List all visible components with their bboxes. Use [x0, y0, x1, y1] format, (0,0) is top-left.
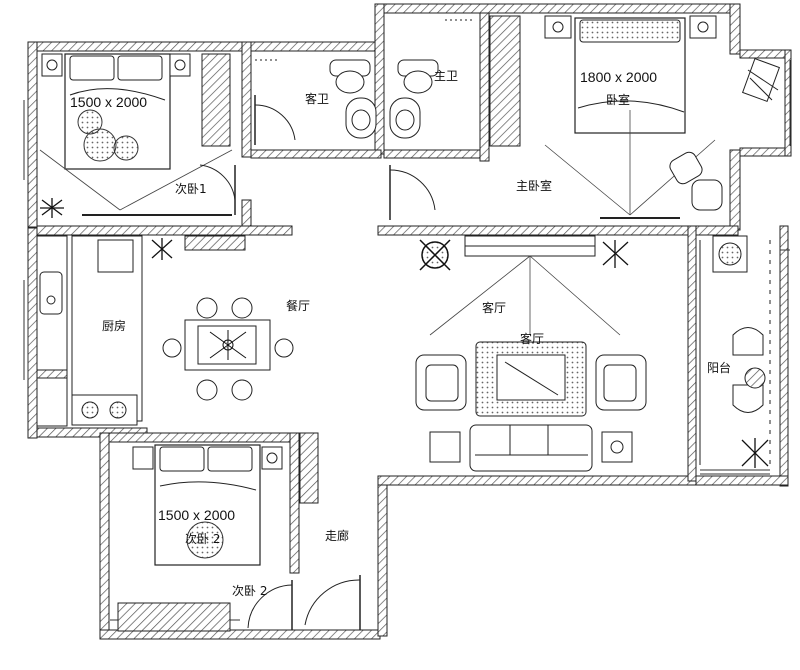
secondary-bedroom-1: 1500 x 2000 次卧1 [39, 53, 236, 218]
master-bed-size: 1800 x 2000 [580, 69, 657, 85]
master-bedroom-label: 主卧室 [516, 178, 552, 193]
washbasin-icon [345, 97, 377, 139]
plant-icon [602, 240, 629, 268]
wardrobe-icon [201, 53, 231, 147]
wardrobe-icon [489, 15, 521, 147]
plant-icon [741, 438, 769, 468]
pillow-icon [207, 446, 253, 472]
nightstand-icon [41, 53, 63, 77]
walls [27, 3, 792, 640]
master-bedroom-inner-label: 卧室 [606, 92, 630, 107]
round-table-icon [744, 367, 766, 389]
bay-window-curtain-icon [741, 57, 781, 103]
wardrobe-icon [117, 602, 231, 632]
secondary-bedroom-2: 1500 x 2000 次卧 2 次卧 2 [117, 432, 319, 632]
plant-icon [40, 198, 64, 218]
bed-2-size: 1500 x 2000 [158, 507, 235, 523]
secondary-bedroom-2-label: 次卧 2 [232, 584, 267, 598]
plant-icon [419, 239, 451, 271]
dining-room: 餐厅 [151, 235, 310, 401]
nightstand-icon [689, 15, 717, 39]
washbasin-icon [389, 97, 421, 139]
secondary-bedroom-2-bed-label: 次卧 2 [185, 532, 220, 546]
armchair-icon [415, 354, 647, 411]
armchair-icon [669, 151, 723, 211]
kitchen-counter [36, 235, 68, 427]
nightstand-icon [544, 15, 572, 39]
nightstand-icon [169, 53, 191, 77]
bed-1-size: 1500 x 2000 [70, 94, 147, 110]
coffee-table [496, 354, 566, 401]
master-bathroom: 主卫 [389, 19, 475, 139]
dining-chair-icon [162, 297, 294, 401]
living-room-label: 客厅 [482, 300, 506, 315]
kitchen: 厨房 [36, 235, 143, 427]
master-bedroom: 1800 x 2000 卧室 主卧室 [389, 15, 781, 220]
plant-icon [151, 238, 173, 260]
guest-bathroom: 客卫 [254, 59, 377, 145]
lounge-chair-icon [732, 384, 764, 413]
pillow-icon [69, 55, 115, 81]
balcony-label: 阳台 [707, 360, 731, 375]
pillow-icon [579, 19, 681, 43]
living-room-rug-label: 客厅 [520, 331, 544, 346]
living-room: 客厅 客厅 [415, 235, 647, 472]
kitchen-label: 厨房 [102, 318, 126, 333]
sofa-icon [469, 424, 593, 472]
rug-pattern-icon [186, 521, 224, 559]
nightstand-icon [261, 446, 283, 470]
balcony: 阳台 [699, 235, 771, 468]
guest-bathroom-label: 客卫 [305, 91, 329, 106]
table-flower-icon [209, 330, 247, 360]
secondary-bedroom-1-label: 次卧1 [175, 182, 207, 196]
nightstand-icon [132, 446, 154, 470]
sink-icon [39, 271, 63, 315]
side-table-icon [429, 431, 461, 463]
pillow-icon [117, 55, 163, 81]
lounge-chair-icon [732, 327, 764, 356]
master-bathroom-label: 主卫 [434, 69, 458, 83]
pillow-icon [159, 446, 205, 472]
fridge-icon [97, 239, 134, 273]
dining-room-label: 餐厅 [286, 298, 310, 313]
corridor-label: 走廊 [325, 528, 349, 543]
side-table-icon [601, 431, 633, 463]
corridor: 走廊 [304, 528, 361, 630]
